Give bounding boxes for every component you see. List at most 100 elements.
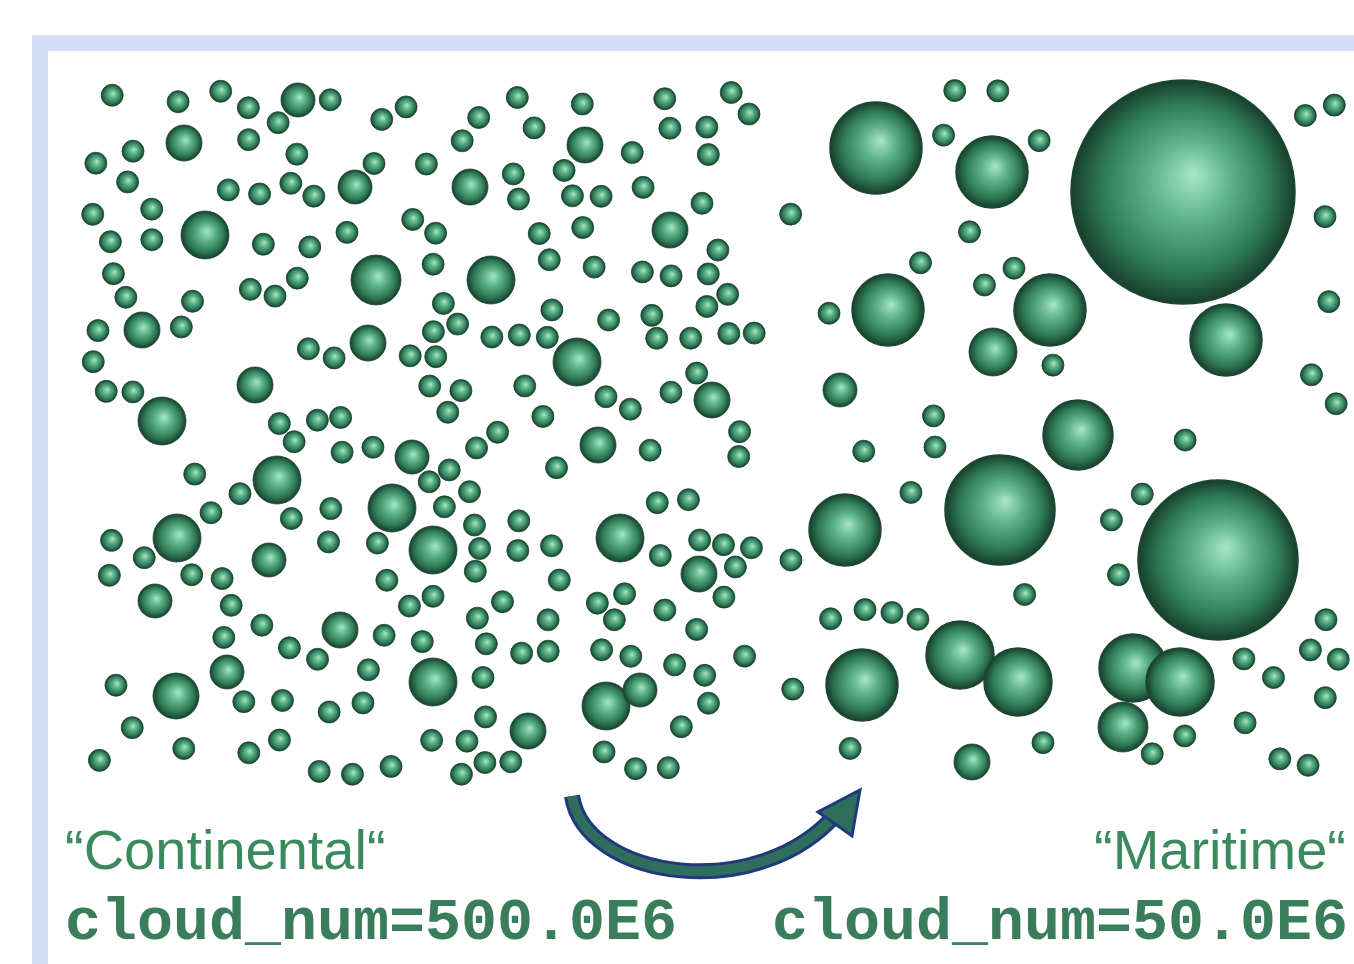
cloud-droplet	[1100, 509, 1122, 531]
cloud-droplet	[249, 183, 271, 205]
cloud-droplet	[572, 217, 594, 239]
cloud-droplet	[409, 526, 457, 574]
cloud-droplet	[323, 347, 345, 369]
cloud-droplet	[780, 549, 802, 571]
cloud-droplet	[1233, 648, 1255, 670]
cloud-droplet	[717, 283, 739, 305]
cloud-droplet	[141, 198, 163, 220]
cloud-droplet	[686, 618, 708, 640]
cloud-droplet	[418, 471, 440, 493]
cloud-droplet	[200, 502, 222, 524]
cloud-droplet	[320, 498, 342, 520]
cloud-droplet	[322, 612, 358, 648]
cloud-droplet	[425, 346, 447, 368]
cloud-droplet	[318, 701, 340, 723]
cloud-droplet	[395, 440, 429, 474]
cloud-droplet	[99, 231, 121, 253]
cloud-droplet	[839, 737, 861, 759]
cloud-droplet	[331, 441, 353, 463]
cloud-droplet	[694, 382, 730, 418]
cloud-droplet	[595, 386, 617, 408]
cloud-droplet	[660, 265, 682, 287]
cloud-droplet	[664, 654, 686, 676]
cloud-droplet	[475, 706, 497, 728]
cloud-droplet	[373, 624, 395, 646]
cloud-droplet	[639, 439, 661, 461]
cloud-droplet	[1325, 393, 1347, 415]
cloud-droplet	[438, 459, 460, 481]
cloud-droplet	[271, 689, 293, 711]
cloud-droplet	[281, 83, 315, 117]
cloud-droplet	[548, 569, 570, 591]
cloud-droplet	[280, 172, 302, 194]
cloud-droplet	[1315, 609, 1337, 631]
cloud-droplet	[924, 436, 946, 458]
cloud-droplet	[409, 658, 457, 706]
cloud-droplet	[944, 80, 966, 102]
cloud-droplet	[82, 351, 104, 373]
cloud-droplet	[368, 484, 416, 532]
cloud-droplet	[464, 560, 486, 582]
cloud-droplet	[713, 586, 735, 608]
cloud-droplet	[1318, 291, 1340, 313]
cloud-droplet	[852, 274, 924, 346]
cloud-droplet	[210, 80, 232, 102]
cloud-droplet	[697, 263, 719, 285]
cloud-droplet	[1300, 364, 1322, 386]
cloud-droplet	[419, 375, 441, 397]
cloud-droplet	[447, 313, 469, 335]
parameter-setting: cloud_num=500.0E6	[65, 893, 677, 953]
cloud-droplet	[87, 320, 109, 342]
cloud-droplet	[481, 326, 503, 348]
cloud-droplet	[614, 583, 636, 605]
cloud-droplet	[823, 373, 857, 407]
cloud-droplet	[854, 599, 876, 621]
cloud-droplet	[1269, 748, 1291, 770]
cloud-droplet	[472, 666, 494, 688]
cloud-droplet	[508, 510, 530, 532]
cloud-droplet	[122, 140, 144, 162]
cloud-droplet	[487, 421, 509, 443]
cloud-droplet	[173, 738, 195, 760]
cloud-droplet	[718, 322, 740, 344]
cloud-droplet	[252, 233, 274, 255]
cloud-droplet	[253, 456, 301, 504]
cloud-droplet	[124, 312, 160, 348]
cloud-droplet	[286, 267, 308, 289]
cloud-droplet	[237, 97, 259, 119]
cloud-droplet	[553, 338, 601, 386]
cloud-droplet	[510, 713, 546, 749]
cloud-droplet	[591, 639, 613, 661]
cloud-droplet	[450, 763, 472, 785]
cloud-droplet	[115, 286, 137, 308]
cloud-droplet	[166, 125, 202, 161]
cloud-droplet	[660, 381, 682, 403]
cloud-droplet	[583, 256, 605, 278]
cloud-droplet	[280, 508, 302, 530]
cloud-droplet	[299, 236, 321, 258]
cloud-droplet	[456, 730, 478, 752]
cloud-droplet	[468, 107, 490, 129]
cloud-droplet	[213, 626, 235, 648]
arrow-head	[818, 790, 860, 836]
cloud-droplet	[958, 221, 980, 243]
cloud-droplet	[571, 93, 593, 115]
cloud-droplet	[181, 564, 203, 586]
cloud-droplet	[95, 380, 117, 402]
cloud-droplet	[553, 159, 575, 181]
cloud-droplet	[237, 367, 273, 403]
cloud-droplet	[141, 229, 163, 251]
cloud-droplet	[538, 249, 560, 271]
cloud-droplet	[646, 327, 668, 349]
cloud-droplet	[376, 569, 398, 591]
cloud-droplet	[283, 431, 305, 453]
regime-label: “Maritime“	[1094, 822, 1346, 878]
cloud-droplet	[1190, 304, 1262, 376]
cloud-droplet	[1297, 754, 1319, 776]
cloud-droplet	[238, 742, 260, 764]
cloud-droplet	[691, 192, 713, 214]
cloud-droplet	[984, 648, 1052, 716]
cloud-droplet	[620, 645, 642, 667]
cloud-droplet	[598, 309, 620, 331]
